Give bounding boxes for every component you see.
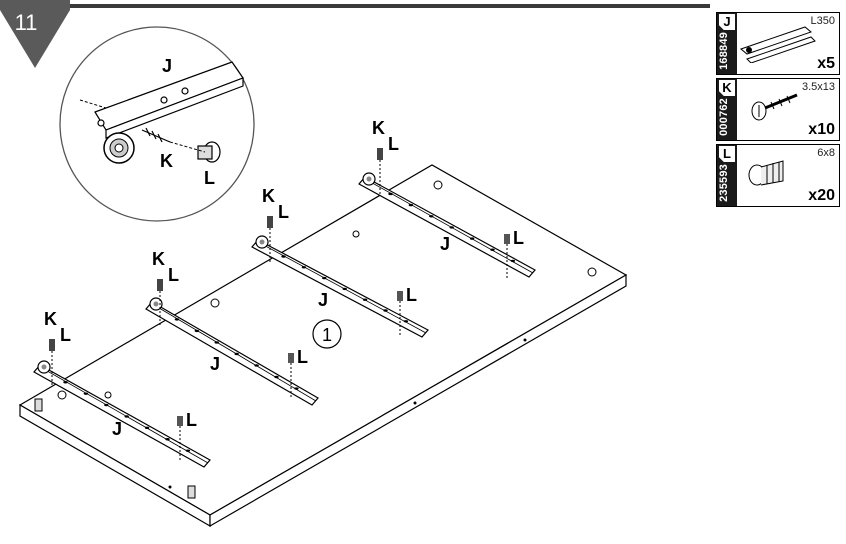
screw-k [157, 279, 163, 291]
l-label-back: L [388, 134, 399, 154]
k-label: K [44, 309, 57, 329]
part-tab: J 168849 [717, 13, 737, 74]
rail-label: J [210, 354, 220, 374]
callout-dowel [197, 141, 221, 163]
part-card-l: L 235593 6x8 x20 [716, 144, 840, 207]
part-card-k: K 000762 3.5x13 x10 [716, 78, 840, 141]
callout-wheel [103, 132, 135, 164]
screw-icon [739, 89, 809, 128]
edge-dowel [34, 398, 196, 499]
step-badge: 11 [0, 0, 70, 68]
part-dimension: L350 [810, 15, 835, 27]
detail-callout: J K L [59, 26, 255, 222]
screw-k [377, 148, 383, 160]
screw-k [267, 216, 273, 228]
board-marker-number: 1 [322, 325, 332, 345]
callout-label-k: K [160, 151, 173, 171]
l-label-front: L [297, 347, 308, 367]
dowel-l [288, 353, 294, 363]
step-number: 11 [15, 10, 38, 35]
part-code: 168849 [718, 32, 730, 70]
plastic-dowel-icon [739, 155, 799, 194]
part-quantity: x20 [808, 187, 835, 204]
header-bar [20, 4, 710, 8]
l-label-front: L [406, 285, 417, 305]
part-tab: K 000762 [717, 79, 737, 140]
k-label: K [372, 118, 385, 138]
l-label-back: L [278, 202, 289, 222]
callout-label-l: L [204, 168, 215, 188]
l-label-back: L [168, 265, 179, 285]
rail-label: J [440, 234, 450, 254]
k-label: K [262, 186, 275, 206]
part-quantity: x5 [817, 55, 835, 72]
callout-screw [141, 127, 171, 143]
part-dimension: 3.5x13 [801, 81, 835, 93]
part-letter: K [719, 80, 735, 96]
part-tab: L 235593 [717, 145, 737, 206]
rail-label: J [112, 419, 122, 439]
l-label-front: L [186, 410, 197, 430]
part-card-j: J 168849 L350 x5 [716, 12, 840, 75]
board-marker: 1 [312, 319, 342, 349]
dowel-l [177, 416, 183, 426]
callout-label-j: J [162, 56, 172, 76]
part-letter: L [719, 146, 735, 162]
l-label-back: L [60, 325, 71, 345]
dowel-l [397, 291, 403, 301]
l-label-front: L [513, 228, 524, 248]
k-label: K [152, 249, 165, 269]
screw-k [49, 339, 55, 351]
callout-rail [94, 61, 244, 139]
rail-label: J [318, 290, 328, 310]
part-code: 000762 [718, 98, 730, 136]
part-code: 235593 [718, 164, 730, 202]
part-dimension: 6x8 [817, 147, 835, 159]
part-quantity: x10 [808, 121, 835, 138]
drawer-rail-icon [739, 23, 817, 68]
part-letter: J [719, 14, 735, 30]
dowel-l [504, 234, 510, 244]
